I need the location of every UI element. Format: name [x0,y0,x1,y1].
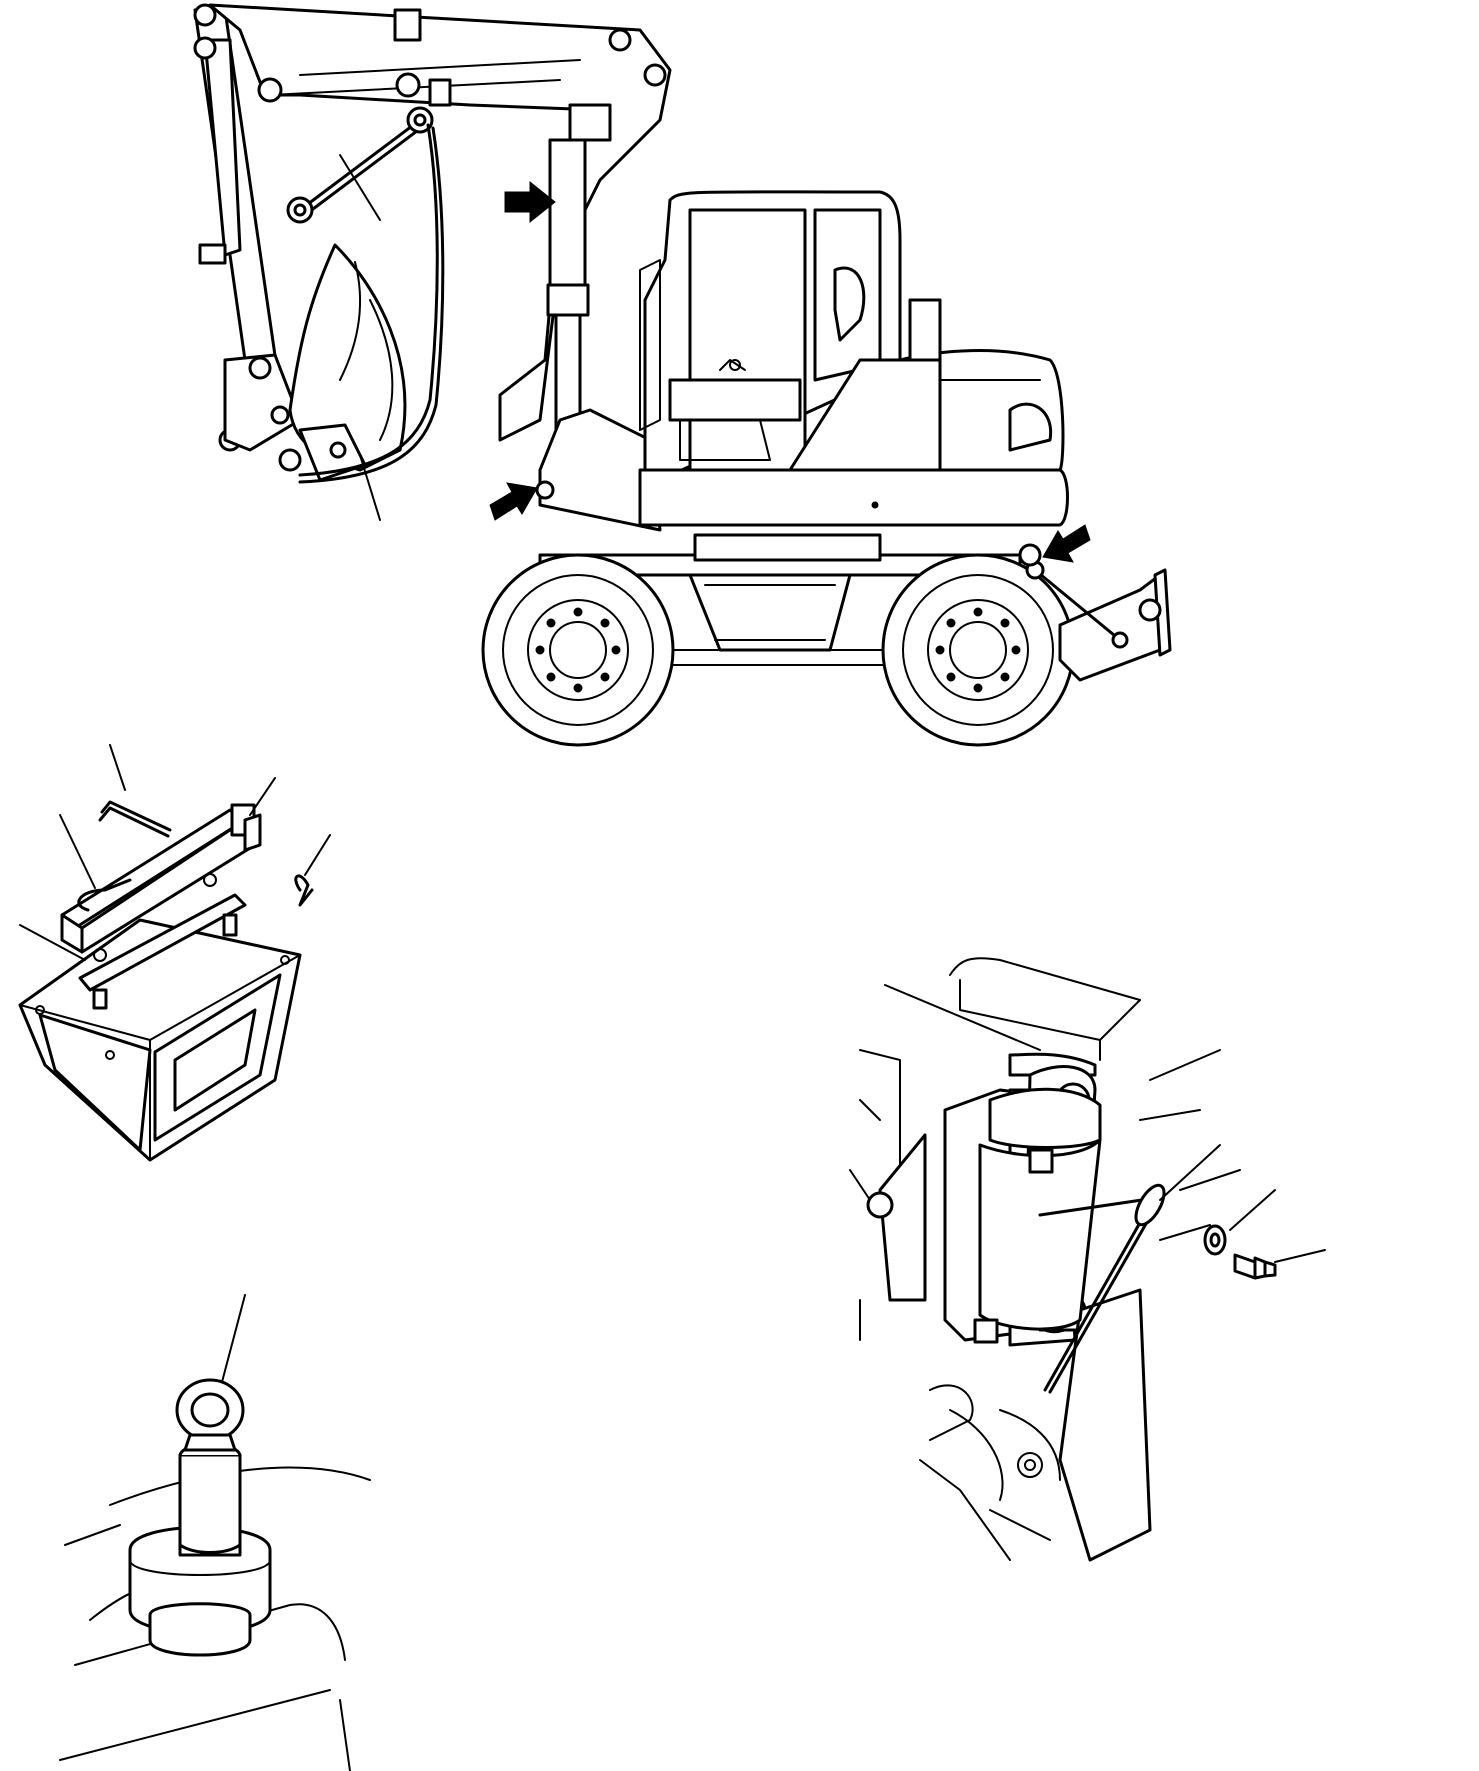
leader-line [109,744,126,791]
rear-wheel [881,553,1075,747]
bucket [278,243,407,482]
rear-blade [1018,543,1172,682]
arm [193,3,302,452]
leader-line [1229,1189,1276,1231]
machine-side-view [193,3,1172,747]
rear-lock-arrow [1042,524,1091,563]
boom-lock-detail [849,957,1326,1562]
lock-bar-box-detail [18,744,331,1162]
cab [639,190,902,482]
arm-cylinder-arrow [504,180,556,224]
leader-line [221,1294,246,1383]
leader-line [359,454,381,521]
safety-wire [298,123,445,484]
boom-cylinder [535,138,662,532]
eye-pin-detail [59,1294,371,1771]
leader-line [249,777,276,816]
leader-line [19,924,86,961]
leader-line [339,154,381,221]
leader-line [304,834,331,876]
leader-line [1274,1249,1326,1263]
front-wheel [481,553,675,747]
boom-foot-arrow [489,482,538,521]
arm-lock-rod [286,106,434,224]
leader-line [1159,1144,1221,1201]
upper-structure [638,298,1069,527]
leader-line [59,814,96,889]
